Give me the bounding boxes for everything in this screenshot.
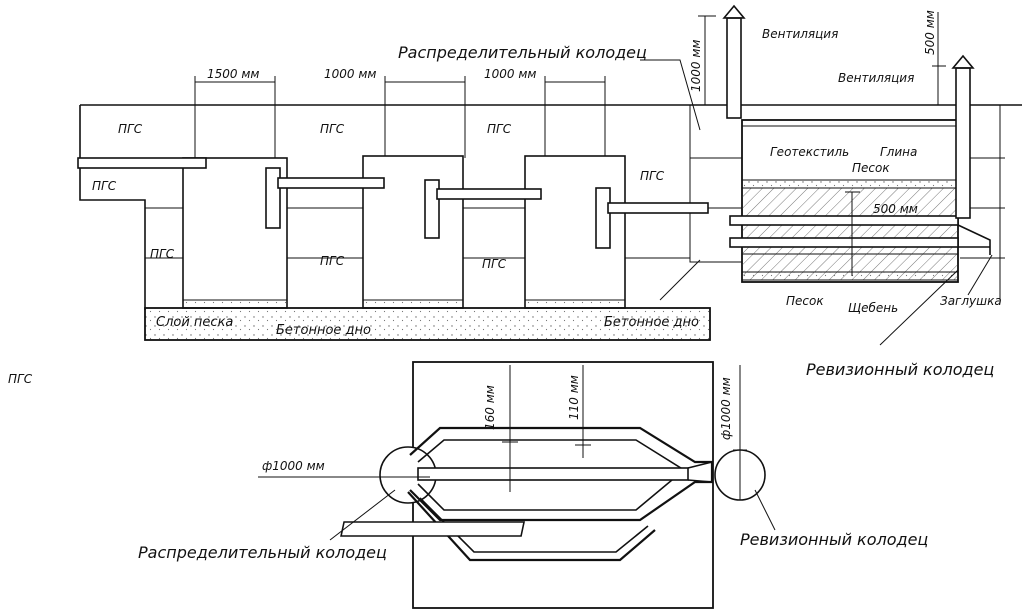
label-ventilation-2: Вентиляция (838, 71, 914, 85)
ventilation-cap-left (722, 4, 746, 19)
shaft-grid (690, 157, 742, 209)
label-sand-upper: Песок (852, 161, 890, 175)
label-geotextile: Геотекстиль (770, 145, 849, 159)
label-inspection-well-plan: Ревизионный колодец (740, 530, 928, 549)
plan-dimensions (258, 365, 747, 500)
pipe-bend-to-plug (957, 224, 991, 255)
label-sand-layer: Слой песка (156, 315, 233, 330)
label-clay: Глина (880, 145, 917, 159)
dim-110: 110 мм (567, 375, 581, 420)
leader-plan-inspection (754, 489, 776, 531)
leader-concrete-bottom (659, 259, 701, 301)
sand-band-lower (741, 271, 959, 281)
plan-central-pipe (417, 467, 689, 481)
drain-pipe-lower (729, 237, 959, 248)
plan-central-junction (687, 461, 713, 483)
label-concrete-bottom-1: Бетонное дно (276, 323, 371, 338)
shaft-outline (689, 105, 742, 263)
dim-160: 160 мм (483, 385, 497, 430)
label-inspection-well-top: Ревизионный колодец (806, 360, 994, 379)
t-pipe-2-horizontal (436, 188, 542, 200)
plan-lower-pipe (340, 521, 526, 537)
label-plug: Заглушка (940, 294, 1002, 308)
drain-pipe-upper (729, 215, 959, 226)
left-soil-boundary (79, 105, 146, 310)
labels: ПГС ПГС ПГС ПГС ПГС ПГС ПГС ПГС ПГС Слой… (8, 10, 1002, 562)
sand-layer-2 (362, 299, 464, 309)
label-concrete-bottom-2: Бетонное дно (604, 315, 699, 330)
dimension-lines-top (194, 12, 946, 276)
plan-view (258, 361, 776, 609)
concrete-base-slab (144, 307, 711, 341)
ventilation-cap-right (951, 54, 975, 69)
inlet-pipe (77, 157, 207, 169)
dim-500: 500 мм (873, 202, 918, 216)
sand-layer-3 (524, 299, 626, 309)
leader-distribution-well (640, 59, 701, 131)
plan-outer-pipe (409, 426, 714, 522)
sand-band-upper (741, 179, 959, 189)
dim-phi1000-vertical: ф1000 мм (719, 377, 733, 440)
leader-inspection-well (879, 269, 959, 346)
t-pipe-1-vertical (265, 167, 281, 229)
leader-plug (967, 254, 993, 296)
label-distribution-well-plan: Распределительный колодец (138, 543, 387, 562)
right-soil-grid (960, 105, 1005, 300)
label-pgs-5: ПГС (320, 254, 345, 268)
t-pipe-3-vertical (595, 187, 611, 249)
label-pgs-4: ПГС (320, 122, 345, 136)
section-view (77, 4, 1022, 346)
label-pgs-9: ПГС (8, 372, 33, 386)
label-pgs-2: ПГС (92, 179, 117, 193)
label-gravel: Щебень (848, 301, 898, 315)
t-pipe-1-horizontal (277, 177, 385, 189)
ventilation-riser-left (726, 17, 742, 119)
label-ventilation-1: Вентиляция (762, 27, 838, 41)
soil-grid-vertical (194, 105, 606, 160)
plan-frame (412, 361, 714, 609)
label-pgs-1: ПГС (118, 122, 143, 136)
ventilation-riser-right (955, 67, 971, 219)
leader-plan-distribution (329, 489, 396, 541)
dim-phi1000: ф1000 мм (262, 459, 325, 473)
label-pgs-8: ПГС (640, 169, 665, 183)
label-pgs-6: ПГС (487, 122, 512, 136)
sand-layer-1 (182, 299, 288, 309)
gravel-band-upper (741, 187, 959, 217)
dim-1000-a: 1000 мм (324, 67, 376, 81)
label-sand-lower: Песок (786, 294, 824, 308)
label-pgs-7: ПГС (482, 257, 507, 271)
dim-1000-b: 1000 мм (484, 67, 536, 81)
t-pipe-3-horizontal (607, 202, 709, 214)
dim-500-vertical: 500 мм (923, 10, 937, 55)
label-pgs-3: ПГС (150, 247, 175, 261)
dim-1500: 1500 мм (207, 67, 259, 81)
dim-1000-vertical: 1000 мм (689, 40, 703, 92)
t-pipe-2-vertical (424, 179, 440, 239)
label-distribution-well-top: Распределительный колодец (398, 43, 647, 62)
